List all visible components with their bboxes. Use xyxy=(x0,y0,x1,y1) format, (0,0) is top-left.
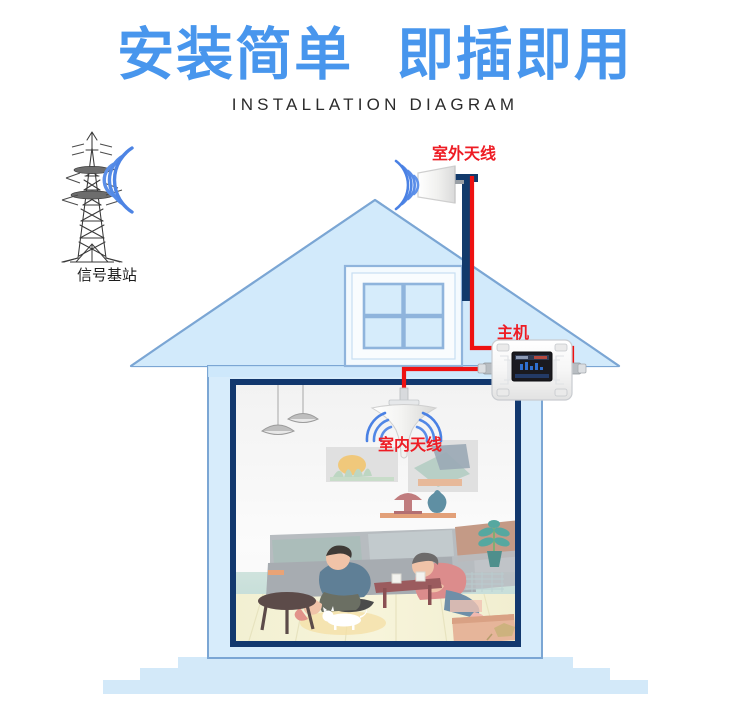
signal-booster-host xyxy=(477,339,587,401)
coffee-table xyxy=(374,571,442,608)
base-station-signal-waves xyxy=(102,146,134,214)
potted-plant xyxy=(478,520,510,567)
cat-icon xyxy=(322,606,368,630)
label-host: 主机 xyxy=(497,323,530,342)
wall-art-right xyxy=(408,440,478,492)
antenna-mast xyxy=(462,178,470,301)
label-indoor-antenna: 室内天线 xyxy=(378,435,443,454)
page-title: 安装简单 即插即用 xyxy=(117,22,633,88)
shelf-decor xyxy=(380,490,456,518)
ground-steps xyxy=(103,657,648,694)
page-subtitle: INSTALLATION DIAGRAM xyxy=(231,94,519,114)
ceiling-dome-antenna xyxy=(370,404,438,459)
antenna-mount-bracket xyxy=(448,174,478,182)
room-interior xyxy=(230,379,521,647)
label-outdoor-antenna: 室外天线 xyxy=(432,144,497,163)
pendant-lamp-icon xyxy=(287,384,319,423)
indoor-antenna xyxy=(370,387,438,459)
side-table xyxy=(258,592,316,634)
outdoor-antenna-signal-waves xyxy=(394,159,420,211)
outdoor-antenna xyxy=(417,165,478,301)
label-base-station: 信号基站 xyxy=(76,266,137,284)
coaxial-cable-indoor xyxy=(401,366,492,392)
attic-window xyxy=(343,264,464,368)
indoor-antenna-signal-waves xyxy=(365,411,443,443)
person-left xyxy=(294,545,374,621)
pendant-lamp-icon xyxy=(261,384,295,435)
page-header: 安装简单 即插即用 INSTALLATION DIAGRAM xyxy=(0,0,750,135)
wall-grille xyxy=(466,572,504,592)
horn-antenna xyxy=(417,165,456,204)
wall-art-left xyxy=(326,447,398,482)
